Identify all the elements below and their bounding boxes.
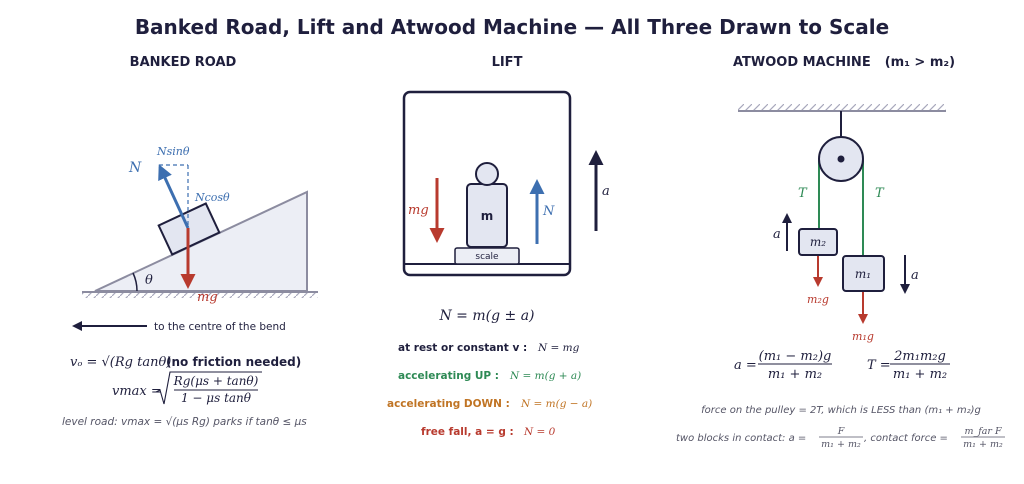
lift-heading: LIFT	[492, 55, 523, 70]
eq-tension-numerator: 2m₁m₂g	[893, 349, 946, 364]
level-road-note: level road: vmax = √(μs Rg) parks if tan…	[62, 416, 307, 428]
lift-case-rest-label: at rest or constant v :	[398, 342, 527, 354]
eq-vmax-numerator: Rg(μs + tanθ)	[173, 374, 259, 388]
eq-accel-denominator: m₁ + m₂	[768, 367, 822, 382]
eq-tension-denominator: m₁ + m₂	[893, 367, 947, 382]
tension-right-label: T	[875, 186, 885, 201]
centre-direction-text: to the centre of the bend	[154, 321, 286, 333]
theta-arc	[132, 272, 138, 292]
ground-hatch	[82, 292, 318, 298]
eq-accel-numerator: (m₁ − m₂)g	[759, 349, 832, 364]
lift-cases: at rest or constant v : N = mg accelerat…	[387, 342, 592, 438]
tension-left-label: T	[798, 186, 808, 201]
lift-panel: LIFT scale m mg N a N = m(g ± a) at rest…	[387, 55, 610, 438]
contact-middle: , contact force =	[864, 433, 948, 444]
lift-case-down-eq: N = m(g − a)	[520, 398, 592, 410]
atwood-heading-condition: (m₁ > m₂)	[885, 55, 955, 70]
lift-case-down-label: accelerating DOWN :	[387, 398, 510, 410]
weight-label: mg	[197, 290, 218, 305]
ceiling-hatch	[738, 104, 946, 110]
eq-tension-lhs: T =	[867, 358, 891, 373]
contact-prefix: two blocks in contact: a =	[676, 433, 806, 444]
block-m1	[842, 255, 885, 292]
eq-vmax-lhs: vmax =	[112, 384, 162, 399]
block-m2-label: m₂	[810, 235, 826, 249]
eq-optimum-speed: vₒ = √(Rg tanθ)	[70, 355, 171, 370]
contact-accel-numerator: F	[837, 426, 845, 437]
lift-normal-label: N	[542, 204, 555, 219]
eq-vmax-denominator: 1 − μs tanθ	[181, 391, 252, 405]
banked-road-panel: BANKED ROAD θ N Nsinθ Ncosθ mg to the ce…	[62, 55, 318, 428]
m2-weight-label: m₂g	[807, 293, 829, 306]
theta-label: θ	[145, 273, 153, 288]
m1-weight-label: m₁g	[852, 330, 874, 343]
ncos-label: Ncosθ	[194, 191, 230, 204]
lift-acceleration-label: a	[602, 184, 610, 199]
block-m1-label: m₁	[855, 267, 871, 281]
person-mass-label: m	[481, 209, 494, 223]
person-head	[475, 162, 499, 186]
block-m2	[798, 228, 838, 256]
pulley-force-note: force on the pulley = 2T, which is LESS …	[701, 405, 981, 416]
lift-case-rest-eq: N = mg	[537, 342, 580, 354]
contact-force-denominator: m₁ + m₂	[963, 439, 1003, 450]
pulley-axle	[837, 155, 845, 163]
lift-main-equation: N = m(g ± a)	[438, 308, 534, 324]
lift-case-freefall-label: free fall, a = g :	[421, 426, 514, 438]
normal-force-label: N	[128, 160, 142, 176]
lift-case-up-label: accelerating UP :	[398, 370, 499, 382]
atwood-heading-text: ATWOOD MACHINE	[733, 55, 871, 70]
nsin-label: Nsinθ	[156, 145, 190, 158]
lift-case-up-eq: N = m(g + a)	[509, 370, 581, 382]
m2-acceleration-label: a	[773, 227, 781, 242]
lift-weight-label: mg	[408, 203, 429, 218]
m1-acceleration-label: a	[911, 268, 919, 283]
figure-title: Banked Road, Lift and Atwood Machine — A…	[135, 15, 889, 39]
eq-accel-lhs: a =	[734, 358, 757, 373]
atwood-heading: ATWOOD MACHINE (m₁ > m₂)	[733, 55, 955, 70]
eq-vmax-radical	[155, 371, 262, 405]
eq-optimum-note: (no friction needed)	[166, 355, 301, 369]
contact-accel-denominator: m₁ + m₂	[821, 439, 861, 450]
lift-case-freefall-eq: N = 0	[523, 426, 556, 438]
banked-road-heading: BANKED ROAD	[130, 55, 237, 70]
atwood-panel: ATWOOD MACHINE (m₁ > m₂) T T m₂ m₁ a a m₂…	[676, 55, 1005, 450]
scale-label: scale	[475, 252, 499, 262]
contact-force-numerator: m_far F	[964, 426, 1001, 437]
normal-force-arrow	[158, 164, 190, 229]
